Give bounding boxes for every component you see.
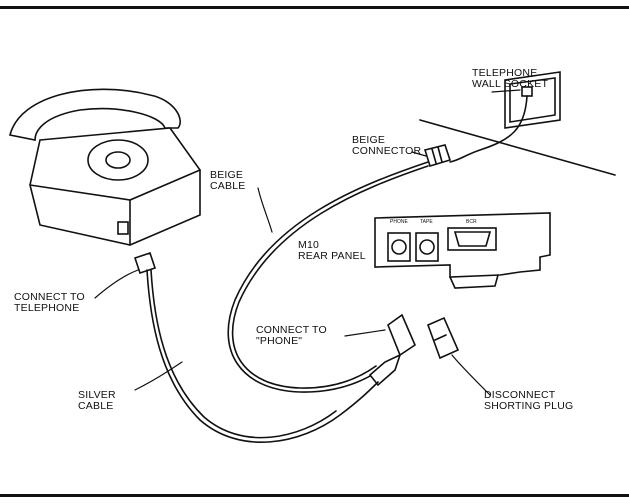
leader-arrows	[94, 89, 521, 396]
beige-connector	[423, 144, 452, 167]
label-beige-cable: BEIGE CABLE	[210, 169, 246, 192]
socket-cable	[449, 95, 528, 163]
telephone	[9, 88, 201, 246]
port-label-phone: PHONE	[390, 219, 408, 225]
label-connect-phone: CONNECT TO "PHONE"	[256, 324, 327, 347]
label-rear-panel: M10 REAR PANEL	[298, 239, 366, 262]
port-label-tape: TAPE	[420, 219, 433, 225]
label-shorting-plug: DISCONNECT SHORTING PLUG	[484, 389, 574, 412]
label-wall-socket: TELEPHONE WALL SOCKET	[472, 67, 549, 90]
m10-rear-panel	[374, 212, 551, 289]
shorting-plug	[426, 316, 460, 360]
wall-line	[419, 119, 616, 176]
top-rule	[0, 6, 629, 9]
bottom-rule	[0, 494, 629, 497]
silver-cable	[146, 269, 379, 443]
telephone-connector	[133, 251, 157, 275]
label-beige-connector: BEIGE CONNECTOR	[352, 134, 422, 157]
label-connect-telephone: CONNECT TO TELEPHONE	[14, 291, 85, 314]
beige-cable	[227, 161, 429, 393]
label-silver-cable: SILVER CABLE	[78, 389, 116, 412]
port-label-bcr: BCR	[466, 219, 477, 225]
phone-plug	[368, 313, 416, 387]
wall-socket	[504, 71, 561, 129]
